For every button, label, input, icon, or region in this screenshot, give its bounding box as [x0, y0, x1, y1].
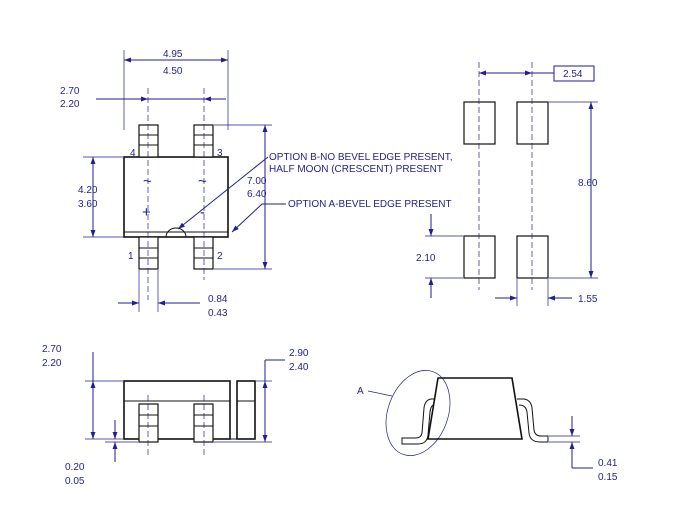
side-view: 2.70 2.20 2.90 2.40 0.20 0.05 [42, 344, 309, 487]
side-lead-right [193, 403, 214, 443]
ac-symbol-right: ~ [198, 173, 207, 190]
crescent-notch [165, 227, 187, 238]
dim-footprint-overall: 8.60 [578, 178, 598, 189]
pin-number-4: 4 [130, 148, 136, 159]
detail-lead-left [401, 398, 435, 445]
footprint-pad-bottom-right [516, 235, 549, 279]
side-view-body-right [236, 380, 256, 440]
dim-width-max: 4.95 [163, 49, 183, 60]
dim-lead-thickness-max: 0.41 [598, 458, 618, 469]
dim-standoff-max: 0.20 [65, 462, 85, 473]
dim-pitch-box [553, 65, 595, 82]
dim-pad-length: 2.10 [416, 253, 436, 264]
top-lead-2 [193, 236, 214, 270]
plus-symbol: + [142, 204, 151, 221]
top-view: ~ ~ + - 4 3 1 2 4.95 4.50 2.70 2.20 4.20… [60, 49, 453, 319]
dim-body-height-min: 2.20 [42, 358, 62, 369]
dim-overall-length-min: 6.40 [247, 189, 267, 200]
detail-a-label: A [357, 386, 364, 397]
dim-body-length-max: 4.20 [78, 185, 98, 196]
minus-symbol: - [200, 204, 205, 221]
top-lead-3 [193, 124, 214, 158]
dim-overall-length-max: 7.00 [247, 176, 267, 187]
dim-lead-width-min: 0.43 [208, 308, 228, 319]
dim-pitch: 2.54 [563, 69, 583, 80]
dim-width-min: 4.50 [163, 66, 183, 77]
footprint-pad-top-right [516, 101, 549, 145]
detail-a-circle [385, 370, 451, 456]
dim-pad-width: 1.55 [578, 294, 598, 305]
dim-overall-height-min: 2.40 [289, 362, 309, 373]
pin-number-2: 2 [217, 251, 223, 262]
footprint-pad-top-left [463, 101, 496, 145]
ac-symbol-left: ~ [143, 173, 152, 190]
dim-lead-width-max: 0.84 [208, 294, 228, 305]
dim-lead-thickness-min: 0.15 [598, 472, 618, 483]
footprint-view: 2.54 8.60 2.10 1.55 [416, 62, 598, 306]
dim-body-height-max: 2.70 [42, 344, 62, 355]
note-option-b-line2: HALF MOON (CRESCENT) PRESENT [269, 164, 443, 175]
note-option-b-line1: OPTION B-NO BEVEL EDGE PRESENT, [269, 152, 453, 163]
top-lead-4 [138, 124, 159, 158]
side-lead-left [138, 403, 159, 443]
top-view-body [123, 156, 229, 238]
pin-number-3: 3 [217, 148, 223, 159]
top-lead-1 [138, 236, 159, 270]
detail-lead-right [517, 398, 549, 443]
detail-a-view: A 0.41 0.15 [357, 370, 618, 483]
note-option-a: OPTION A-BEVEL EDGE PRESENT [288, 199, 452, 210]
pin-number-1: 1 [128, 251, 134, 262]
dim-overall-height-max: 2.90 [289, 348, 309, 359]
dim-lead-span-max: 2.70 [60, 86, 80, 97]
dim-standoff-min: 0.05 [65, 476, 85, 487]
dim-lead-span-min: 2.20 [60, 99, 80, 110]
footprint-pad-bottom-left [463, 235, 496, 279]
dim-body-length-min: 3.60 [78, 199, 98, 210]
detail-body [427, 377, 523, 440]
